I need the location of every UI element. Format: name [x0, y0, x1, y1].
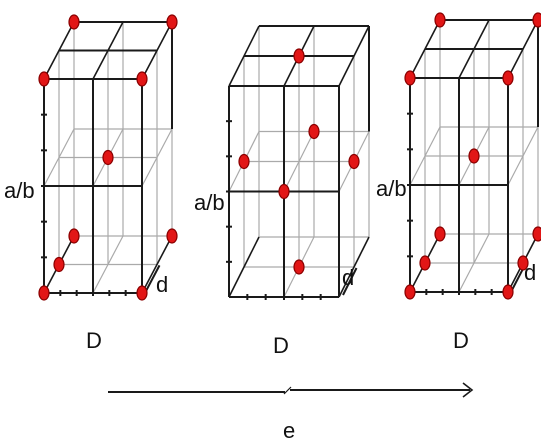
depth-line: [43, 128, 75, 187]
depth-line: [507, 126, 539, 186]
cell-2: [226, 25, 370, 300]
atom-dot: [434, 226, 446, 242]
atom-dot: [102, 149, 114, 166]
panel-2-vertical-label: a/b: [194, 190, 225, 215]
cell-3: [404, 12, 541, 300]
atom-dot: [532, 12, 541, 28]
cell-3-atoms: [404, 12, 541, 300]
atom-dot: [38, 285, 50, 301]
panel-3-vertical-label: a/b: [376, 176, 407, 201]
atom-dot: [293, 48, 305, 64]
atom-dot: [434, 12, 446, 28]
arrow-head: [462, 382, 474, 398]
panel-2-horizontal-label: D: [273, 333, 289, 358]
atom-dot: [68, 228, 80, 244]
depth-line: [228, 236, 260, 298]
depth-line: [141, 128, 173, 187]
atom-dot: [502, 70, 514, 86]
atom-dot: [532, 226, 541, 242]
atom-dot: [38, 71, 50, 87]
panel-1-vertical-label: a/b: [4, 178, 35, 203]
progression-arrow: [108, 382, 474, 398]
atom-dot: [238, 153, 250, 170]
cell-3-front-grid: [407, 19, 539, 295]
depth-line: [409, 126, 441, 186]
atom-dot: [166, 228, 178, 244]
cell-1-atoms: [38, 14, 178, 301]
depth-line: [283, 131, 315, 192]
atom-dot: [468, 148, 480, 164]
depth-line: [92, 235, 124, 294]
cell-2-atoms: [238, 48, 360, 275]
atom-dot: [348, 153, 360, 170]
depth-axis-arrow: [342, 267, 358, 296]
panel-3-depth-label: d: [524, 260, 536, 285]
panel-1-depth-label: d: [156, 272, 168, 297]
cell-1: [38, 14, 178, 301]
depth-line: [338, 236, 370, 298]
atom-dot: [278, 183, 290, 200]
panel-1-horizontal-label: D: [86, 328, 102, 353]
atom-dot: [502, 284, 514, 300]
depth-line: [458, 233, 490, 293]
atom-dot: [517, 255, 529, 271]
atom-dot: [68, 14, 80, 30]
atom-dot: [419, 255, 431, 271]
atom-dot: [136, 71, 148, 87]
arrow-break: [283, 386, 292, 395]
atom-dot: [308, 123, 320, 140]
atom-dot: [166, 14, 178, 30]
panel-3-horizontal-label: D: [453, 328, 469, 353]
atom-dot: [404, 70, 416, 86]
atom-dot: [53, 256, 65, 273]
depth-axis-arrow: [145, 264, 161, 292]
atom-dot: [136, 285, 148, 301]
cells-group: [38, 12, 541, 301]
atom-dot: [293, 259, 305, 275]
atom-dot: [404, 284, 416, 300]
panel-2-depth-label: d: [342, 265, 354, 290]
cell-1-front-grid: [41, 21, 173, 296]
depth-line: [141, 235, 173, 294]
arrow-label: e: [283, 418, 295, 443]
